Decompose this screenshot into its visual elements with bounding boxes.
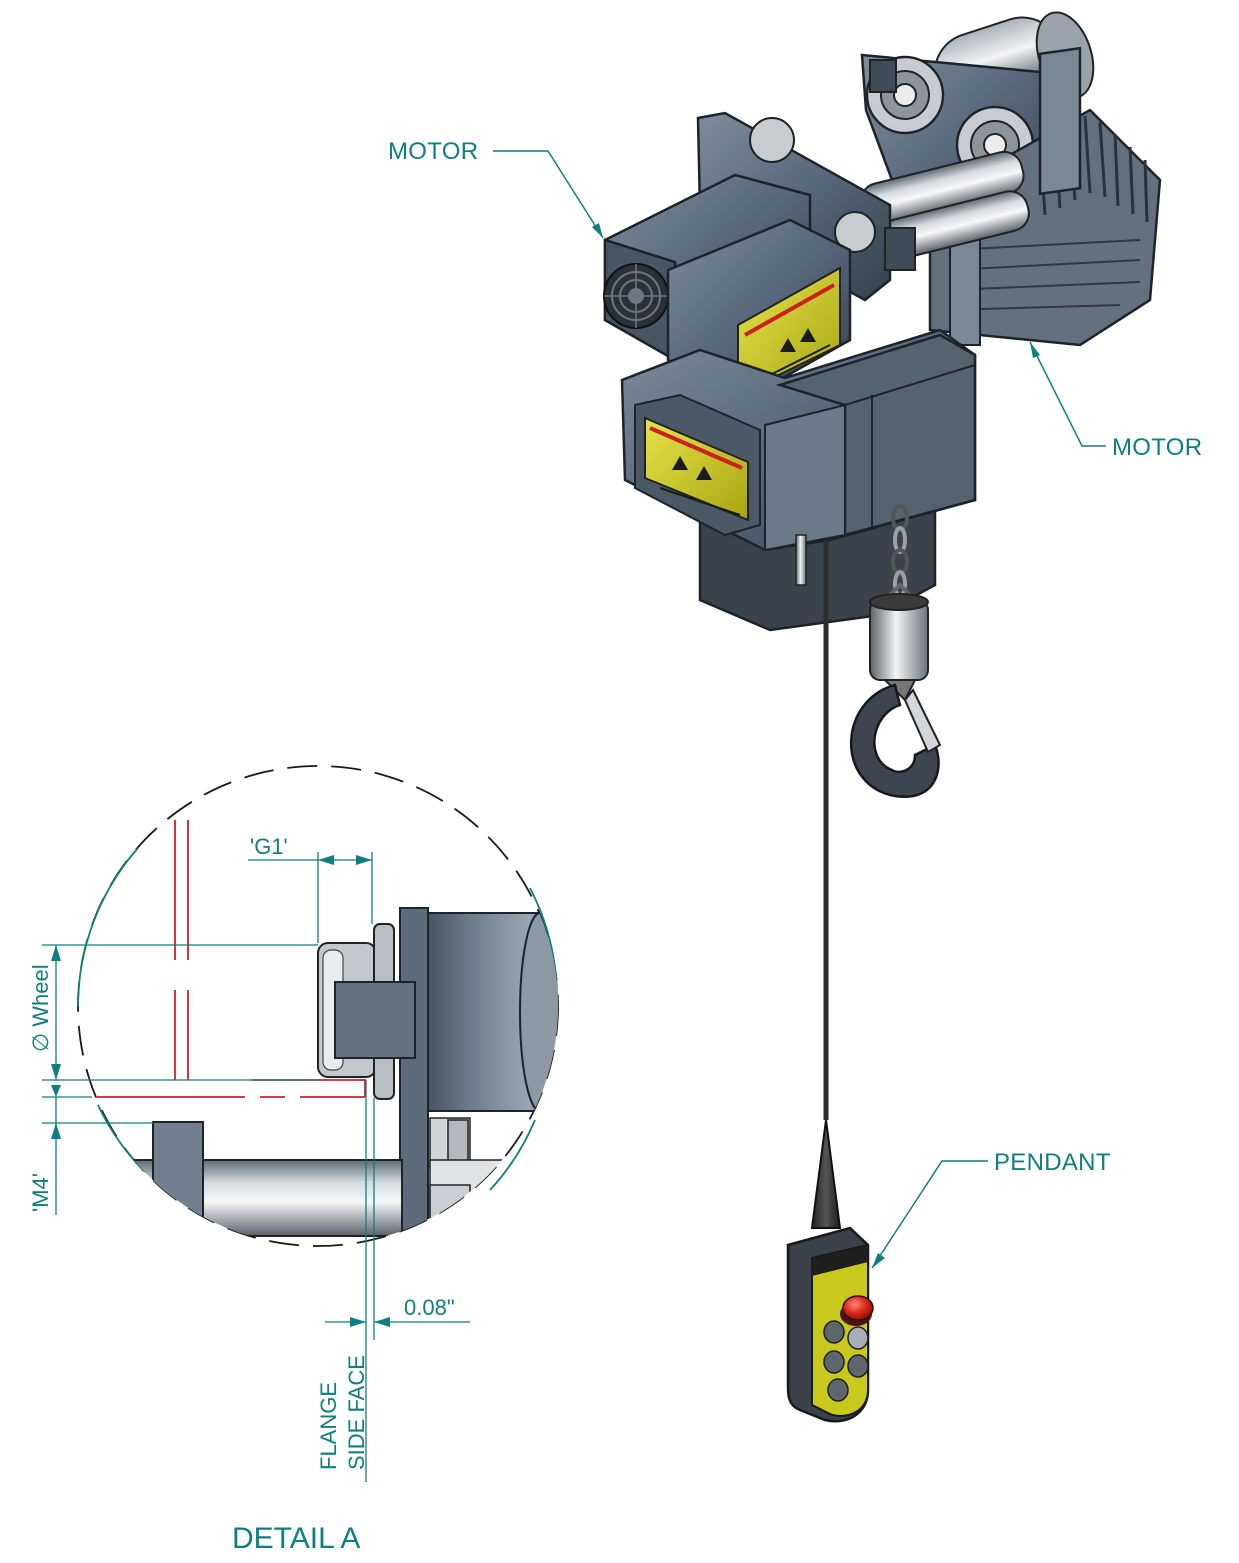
front-wheels	[749, 117, 916, 271]
callout-motor-left-label: MOTOR	[388, 138, 478, 165]
detail-title: DETAIL A	[232, 1522, 360, 1555]
flange-label-line1: FLANGE	[316, 1382, 341, 1470]
warning-triangle-icon	[672, 456, 712, 480]
callout-pendant: PENDANT	[871, 1149, 1111, 1269]
flange-label-line2: SIDE FACE	[344, 1355, 369, 1470]
dim-g1-label: 'G1'	[250, 834, 288, 859]
warning-triangle-icon	[780, 328, 816, 352]
callout-pendant-label: PENDANT	[994, 1149, 1111, 1176]
callout-motor-right: MOTOR	[1029, 341, 1202, 461]
hoist-assembly	[603, 11, 1162, 1423]
pendant-strain-relief	[810, 1119, 842, 1229]
dim-wheel-label: ∅ Wheel	[28, 964, 53, 1052]
dim-m4-label: 'M4'	[28, 1173, 53, 1212]
fan-grille-icon	[603, 263, 669, 329]
emergency-stop-icon	[840, 1295, 874, 1326]
detail-geometry	[92, 820, 558, 1246]
pendant-control	[786, 1226, 874, 1423]
hook-block	[850, 593, 942, 798]
dimension-g1: 'G1'	[248, 834, 373, 943]
detail-a: 'G1' ∅ Wheel 'M4' 0.08" FLAN	[28, 765, 559, 1555]
hoist-body	[620, 328, 977, 632]
callout-motor-left: MOTOR	[388, 138, 604, 239]
dimension-m4: 'M4'	[28, 1085, 153, 1215]
dim-gap-label: 0.08"	[404, 1295, 455, 1320]
dimension-wheel: ∅ Wheel	[28, 944, 318, 1081]
flange-side-face-label: FLANGE SIDE FACE	[316, 1355, 369, 1470]
dimension-gap: 0.08"	[325, 1080, 470, 1482]
callout-motor-right-label: MOTOR	[1112, 434, 1202, 461]
